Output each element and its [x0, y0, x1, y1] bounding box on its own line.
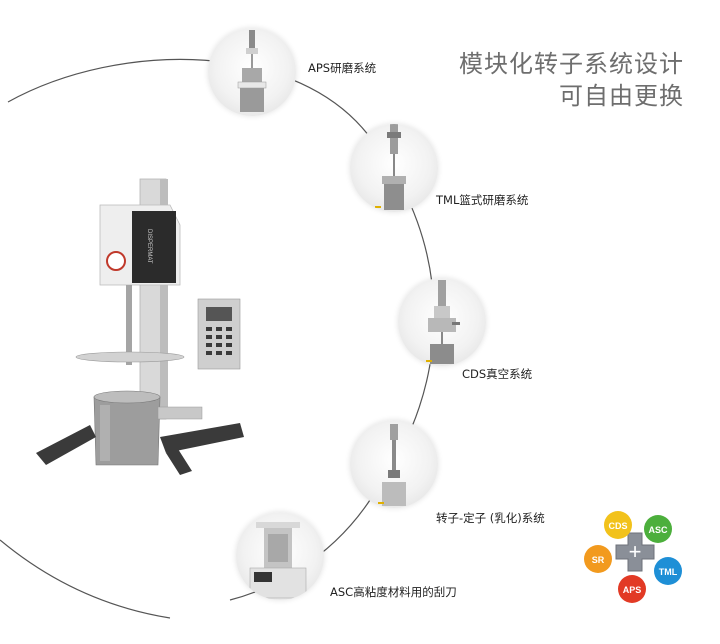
badge-aps: APS	[618, 575, 646, 603]
badge-cds: CDS	[604, 511, 632, 539]
svg-text:ASC: ASC	[648, 525, 668, 535]
rotor-stator-thumbnail	[350, 420, 438, 508]
badge-asc: ASC	[644, 515, 672, 543]
tml-thumbnail	[350, 124, 438, 212]
svg-text:TML: TML	[659, 567, 678, 577]
cds-label: CDS真空系统	[462, 367, 533, 381]
rotor-stator-image	[378, 424, 406, 506]
aps-rotor-image	[237, 30, 267, 112]
asc-label: ASC高粘度材料用的刮刀	[330, 585, 457, 599]
badge-sr: SR	[584, 545, 612, 573]
machine-panel-text: DISPERMAT	[146, 229, 152, 264]
headline: 模块化转子系统设计 可自由更换	[459, 48, 684, 112]
badge-tml: TML	[654, 557, 682, 585]
headline-line1: 模块化转子系统设计	[459, 50, 684, 78]
badge-center-symbol: +	[629, 539, 642, 564]
tml-rotor-image	[375, 124, 406, 210]
module-badge-cluster: + CDS ASC SR TML APS	[584, 511, 682, 603]
aps-thumbnail	[208, 28, 296, 116]
headline-line2: 可自由更换	[559, 82, 684, 110]
cds-rotor-image	[426, 280, 460, 364]
svg-text:APS: APS	[623, 585, 642, 595]
svg-text:SR: SR	[592, 555, 605, 565]
cds-thumbnail	[398, 278, 486, 366]
asc-scraper-image	[249, 522, 307, 599]
aps-label: APS研磨系统	[308, 61, 377, 75]
svg-text:CDS: CDS	[608, 521, 627, 531]
dispersion-machine-image: DISPERMAT	[36, 178, 244, 475]
badge-center-plus: +	[615, 532, 655, 572]
tml-label: TML篮式研磨系统	[436, 193, 529, 207]
asc-thumbnail	[236, 512, 324, 600]
rotor-stator-label: 转子-定子 (乳化)系统	[436, 511, 545, 525]
